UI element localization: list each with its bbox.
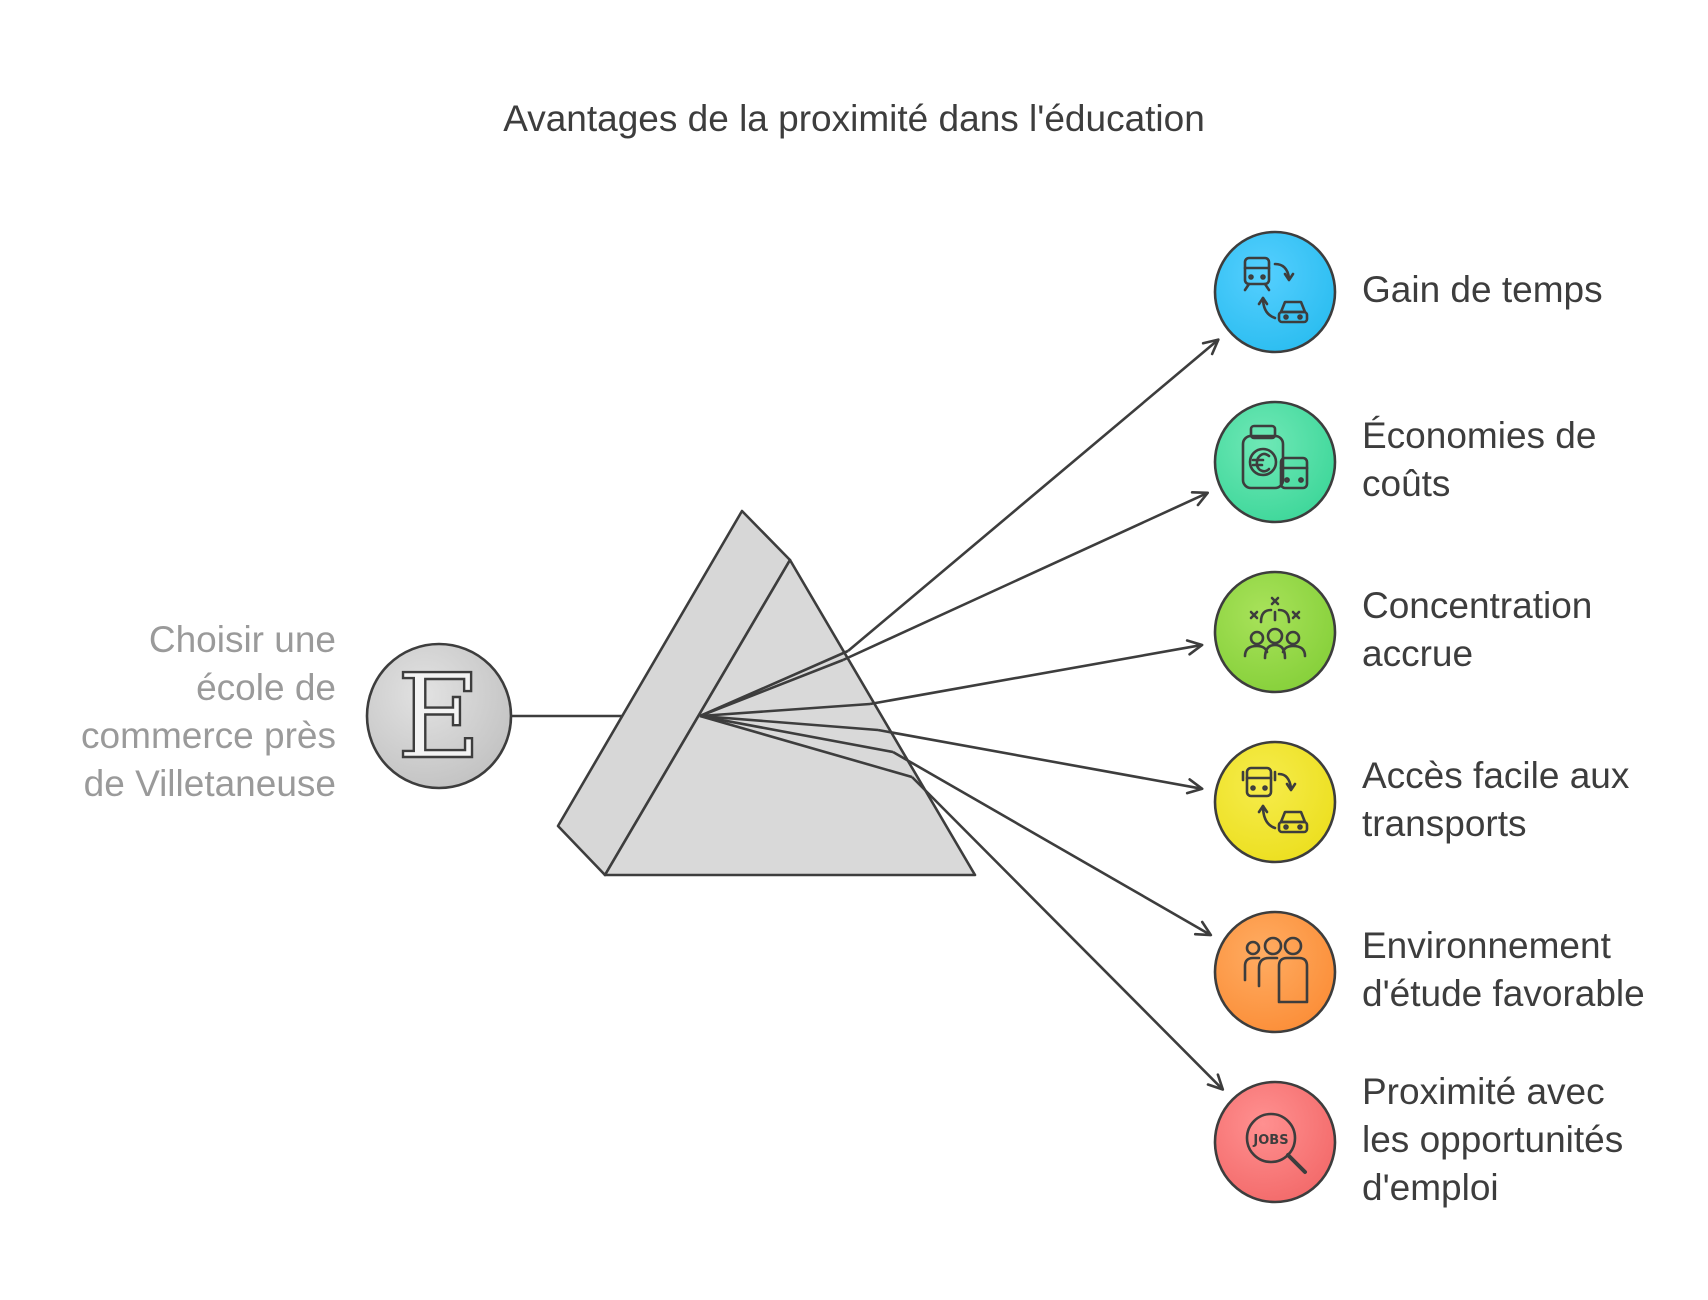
benefit-label: Gain de temps	[1362, 266, 1603, 314]
ray-arrow	[892, 750, 1213, 937]
benefit-label: Accès facile aux transports	[1362, 752, 1629, 848]
benefit-node	[1213, 740, 1337, 864]
ray-arrow	[869, 639, 1204, 706]
benefit-node: JOBS	[1213, 1080, 1337, 1204]
ray-inner	[699, 714, 913, 779]
benefit-label-line: accrue	[1362, 633, 1474, 674]
prism-icon	[556, 509, 977, 877]
ray-arrow	[911, 776, 1225, 1091]
benefit-node-circle	[1213, 910, 1337, 1034]
ray-arrow	[877, 728, 1204, 795]
benefit-label-line: d'emploi	[1362, 1167, 1499, 1208]
study-group-icon	[1243, 936, 1309, 1004]
source-label-line: école de	[196, 667, 336, 708]
ray-inner	[699, 714, 894, 754]
benefit-node	[1213, 910, 1337, 1034]
benefit-nodes: JOBS	[1213, 230, 1337, 1204]
benefit-label: Environnement d'étude favorable	[1362, 922, 1645, 1018]
ray-arrow	[847, 338, 1220, 652]
benefit-node	[1213, 570, 1337, 694]
benefit-label-line: les opportunités	[1362, 1119, 1624, 1160]
source-label-line: Choisir une	[148, 619, 336, 660]
benefit-label-line: Économies de	[1362, 415, 1597, 456]
benefit-node	[1213, 230, 1337, 354]
diagram-title: Avantages de la proximité dans l'éducati…	[503, 98, 1205, 139]
wallet-euro-bus-icon	[1241, 424, 1309, 490]
refracted-rays	[699, 338, 1225, 1091]
ray-inner	[699, 714, 879, 732]
train-car-switch-icon	[1243, 256, 1309, 324]
ray-inner	[699, 702, 871, 718]
benefit-label-line: Proximité avec	[1362, 1071, 1605, 1112]
bus-car-switch-icon	[1241, 766, 1309, 834]
benefit-label-line: d'étude favorable	[1362, 973, 1645, 1014]
ray-inner	[699, 658, 844, 718]
benefit-label-line: coûts	[1362, 463, 1451, 504]
svg-text:JOBS: JOBS	[1252, 1133, 1288, 1148]
benefit-node-circle	[1213, 570, 1337, 694]
benefit-label: Économies de coûts	[1362, 412, 1596, 508]
benefit-node	[1213, 400, 1337, 524]
benefit-label-line: Environnement	[1362, 925, 1611, 966]
benefit-node-circle	[1213, 230, 1337, 354]
letter-e-icon: E	[397, 650, 482, 785]
benefit-label: Proximité avec les opportunités d'emploi	[1362, 1068, 1623, 1212]
source-label-line: de Villetaneuse	[83, 763, 336, 804]
benefit-label-line: Accès facile aux	[1362, 755, 1630, 796]
benefit-label-line: Concentration	[1362, 585, 1593, 626]
source-label: Choisir une école de commerce près de Vi…	[16, 616, 336, 808]
ray-arrow	[842, 491, 1210, 662]
benefit-label-line: Gain de temps	[1362, 269, 1603, 310]
focused-group-icon	[1243, 596, 1307, 660]
source-label-line: commerce près	[81, 715, 336, 756]
benefit-label-line: transports	[1362, 803, 1527, 844]
source-node: E	[365, 642, 513, 790]
jobs-search-icon: JOBS	[1245, 1112, 1307, 1174]
benefit-label: Concentration accrue	[1362, 582, 1592, 678]
benefit-node-circle	[1213, 740, 1337, 864]
